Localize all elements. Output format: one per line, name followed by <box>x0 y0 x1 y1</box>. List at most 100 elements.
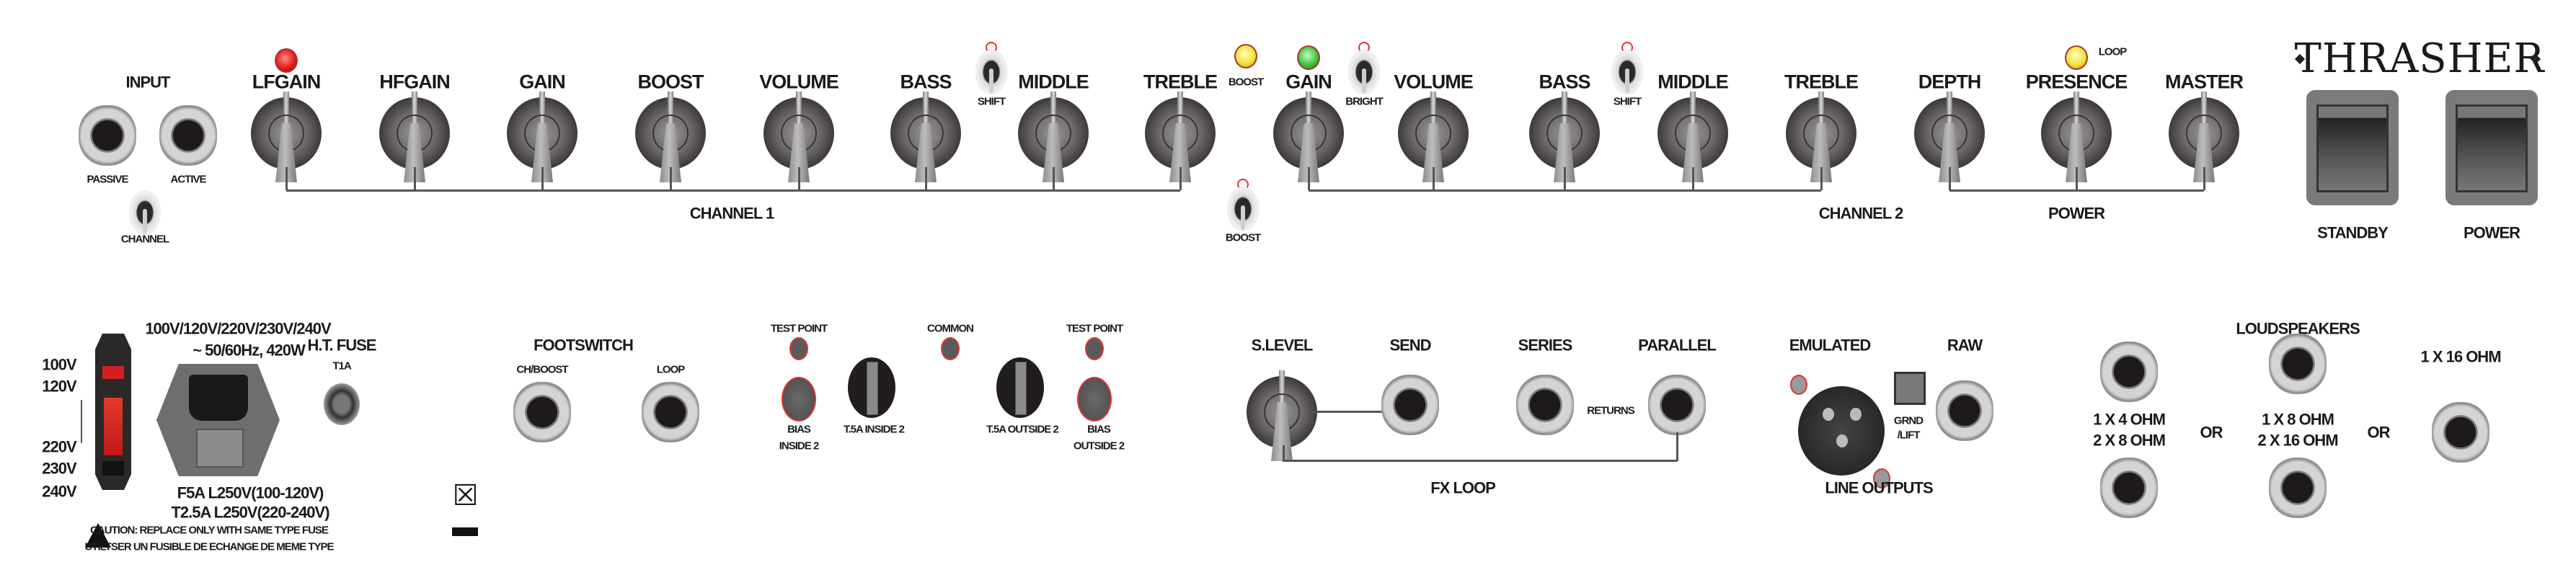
speaker-jack-4ohm-1[interactable] <box>2100 342 2158 402</box>
middle-ch2-label: MIDDLE <box>1657 71 1728 93</box>
power-switch-label: POWER <box>2463 223 2520 242</box>
knob-connector <box>1308 167 1310 190</box>
xlr-output[interactable] <box>1798 386 1885 476</box>
treble-ch1-knob[interactable] <box>1145 92 1216 182</box>
hf-gain-knob[interactable] <box>379 92 450 182</box>
knob-connector <box>1179 167 1182 190</box>
bias-outside-label-2: OUTSIDE 2 <box>1073 440 1125 452</box>
parallel-return-jack[interactable] <box>1648 375 1706 435</box>
speaker-2x16ohm-label: 2 X 16 OHM <box>2257 431 2338 450</box>
toggle-bat <box>1625 68 1629 93</box>
lf-gain-knob[interactable] <box>251 92 322 182</box>
knob-connector <box>1949 167 1951 190</box>
knob-stem <box>412 92 417 128</box>
bass-ch1-knob[interactable] <box>890 92 961 182</box>
s-level-knob[interactable] <box>1247 370 1317 461</box>
voltage-option-240V: 240V <box>42 482 76 501</box>
bright-label: BRIGHT <box>1345 95 1383 108</box>
boost-led-label: BOOST <box>1228 76 1264 89</box>
common-test-point[interactable] <box>941 337 960 360</box>
power-switch[interactable] <box>2446 90 2538 205</box>
bass-ch2-knob[interactable] <box>1529 92 1600 182</box>
voltage-option-120V: 120V <box>42 377 76 396</box>
toggle-bat <box>1241 205 1245 230</box>
footswitch-ch-boost-jack[interactable] <box>513 382 571 442</box>
ht-fuse-value: T1A <box>332 360 351 373</box>
channel2-led <box>1297 45 1320 70</box>
shift2-toggle[interactable] <box>1611 50 1643 94</box>
knob-stem <box>1177 92 1183 128</box>
volume-ch2-knob[interactable] <box>1398 92 1469 182</box>
xlr-pin <box>1836 434 1848 447</box>
test-point-outside[interactable] <box>1085 337 1104 360</box>
knob-connector <box>1433 167 1435 190</box>
knob-connector <box>1820 167 1823 190</box>
raw-output-jack[interactable] <box>1936 380 1993 441</box>
gain-ch2-knob[interactable] <box>1273 92 1344 182</box>
knob-stem <box>2201 92 2207 128</box>
input-jack-active[interactable] <box>159 105 217 166</box>
speaker-8ohm-label: 1 X 8 OHM <box>2262 410 2334 429</box>
shift1-label: SHIFT <box>977 95 1006 108</box>
standby-switch[interactable] <box>2306 90 2399 205</box>
or-label-1: OR <box>2200 423 2223 442</box>
master-label: MASTER <box>2165 71 2244 93</box>
boost-knob[interactable] <box>635 92 706 182</box>
speaker-jack-16ohm[interactable] <box>2432 402 2489 463</box>
presence-knob[interactable] <box>2041 92 2112 182</box>
hf-gain-label: HFGAIN <box>379 71 450 93</box>
speaker-16ohm-label: 1 X 16 OHM <box>2420 347 2501 366</box>
knob-stem <box>1818 92 1824 128</box>
knob-stem <box>1562 92 1567 128</box>
line-outputs-title: LINE OUTPUTS <box>1825 478 1933 497</box>
series-return-jack[interactable] <box>1516 375 1574 435</box>
middle-ch1-knob[interactable] <box>1018 92 1089 182</box>
depth-knob[interactable] <box>1914 92 1985 182</box>
test-point-inside[interactable] <box>789 337 808 360</box>
iec-socket[interactable] <box>189 375 248 421</box>
footswitch-loop-jack[interactable] <box>642 382 699 442</box>
master-knob[interactable] <box>2169 92 2239 182</box>
channel1-bracket <box>286 189 1180 192</box>
volume-ch1-knob[interactable] <box>763 92 834 182</box>
speaker-jack-8ohm-2[interactable] <box>2269 458 2327 518</box>
fuse-drawer[interactable] <box>196 429 244 468</box>
ground-lift-switch[interactable] <box>1894 372 1926 405</box>
fuse-outside-holder[interactable] <box>996 357 1044 418</box>
fuse-inside-holder[interactable] <box>848 357 895 418</box>
bias-inside-trim[interactable] <box>782 377 816 422</box>
speaker-jack-8ohm-1[interactable] <box>2269 334 2327 394</box>
knob-stem <box>2073 92 2079 128</box>
input-jack-passive[interactable] <box>79 105 136 166</box>
fuse-outside-label: T.5A OUTSIDE 2 <box>986 423 1059 436</box>
fx-bracket-right <box>1676 432 1678 461</box>
channel2-bracket <box>1309 189 1821 192</box>
knob-stem <box>923 92 929 128</box>
bright-toggle[interactable] <box>1348 50 1380 94</box>
voltage-slider[interactable] <box>104 398 123 455</box>
grnd-lift-label-2: /LIFT <box>1897 429 1921 442</box>
xlr-pin <box>1850 408 1862 421</box>
bias-outside-trim[interactable] <box>1077 377 1112 422</box>
treble-ch2-knob[interactable] <box>1786 92 1856 182</box>
knob-connector <box>925 167 927 190</box>
knob-connector <box>2076 167 2078 190</box>
raw-label: RAW <box>1947 336 1983 354</box>
standby-switch-label: STANDBY <box>2317 223 2389 242</box>
boost-toggle[interactable] <box>1227 187 1259 231</box>
mains-fuse-low: F5A L250V(100-120V) <box>177 483 324 502</box>
gain-ch1-label: GAIN <box>519 71 565 93</box>
knob-connector <box>1564 167 1566 190</box>
send-label: SEND <box>1389 336 1431 354</box>
knob-stem <box>796 92 802 128</box>
shift1-toggle[interactable] <box>975 50 1007 94</box>
loop-led-label: LOOP <box>2098 45 2128 58</box>
voltage-window-bottom <box>102 461 124 476</box>
speaker-jack-4ohm-2[interactable] <box>2100 458 2158 518</box>
send-jack[interactable] <box>1381 375 1439 435</box>
ht-fuse-holder[interactable] <box>324 383 360 425</box>
loop-led <box>2065 45 2088 70</box>
middle-ch2-knob[interactable] <box>1657 92 1728 182</box>
channel-toggle[interactable] <box>129 190 161 235</box>
gain-ch1-knob[interactable] <box>507 92 577 182</box>
